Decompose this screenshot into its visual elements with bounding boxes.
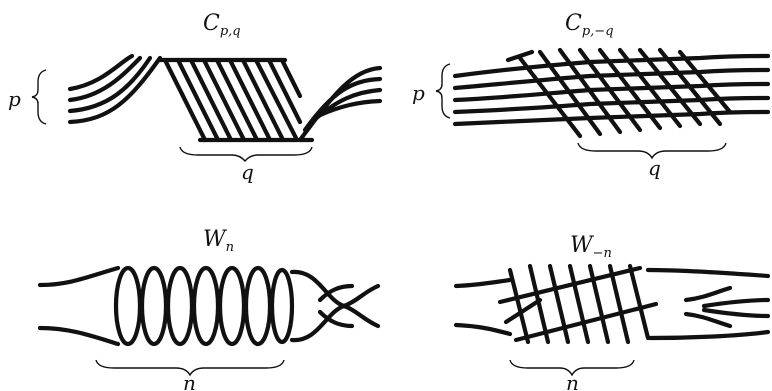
title-c-p-q: Cp,q <box>203 11 241 39</box>
label-q-left: q <box>241 160 254 184</box>
brace-q-left <box>179 146 313 163</box>
brace-p-left <box>31 69 47 125</box>
title-w-n: Wn <box>203 227 234 255</box>
brace-n-left <box>95 359 285 377</box>
label-p-left: p <box>8 87 21 111</box>
label-n-left: n <box>183 371 196 391</box>
twist-knot-diagram-negative <box>453 263 771 345</box>
brace-q-right <box>577 142 727 160</box>
cable-knot-diagram-positive <box>67 53 383 143</box>
title-w-minus-n: W−n <box>570 233 612 261</box>
brace-n-right <box>509 359 635 377</box>
brace-p-right <box>435 63 451 119</box>
label-q-right: q <box>648 156 661 180</box>
cable-knot-diagram-negative <box>452 47 771 139</box>
title-c-p-minus-q: Cp,−q <box>565 11 614 39</box>
label-p-right: p <box>412 81 425 105</box>
label-n-right: n <box>566 371 579 391</box>
twist-knot-diagram-positive <box>37 265 381 347</box>
